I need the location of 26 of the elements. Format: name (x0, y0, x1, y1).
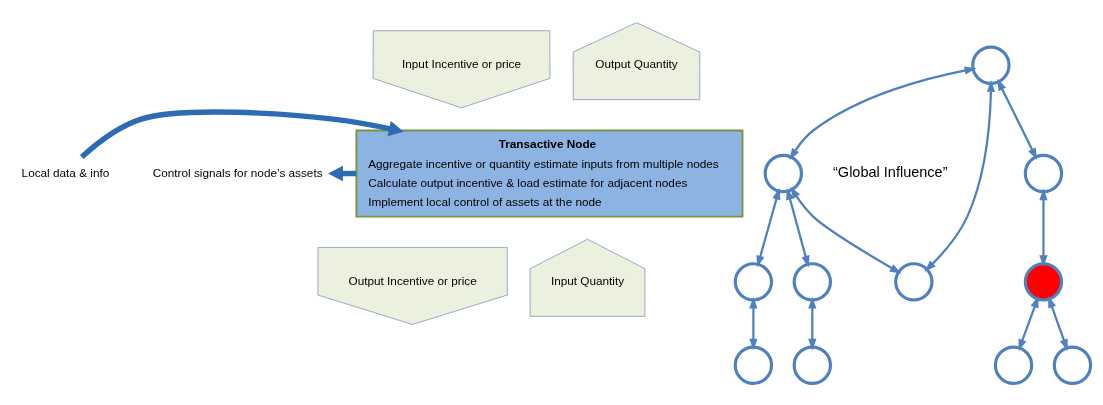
node-text: Local data & info (21, 165, 110, 179)
node-text: Control signals for node’s assets (152, 165, 323, 179)
node-circle (1023, 261, 1064, 302)
label: “Global Influence” (833, 163, 948, 180)
arrow (924, 79, 996, 272)
node-circle (1052, 345, 1093, 385)
node-circle (733, 345, 774, 385)
arrow (1048, 295, 1068, 351)
arrow (786, 187, 810, 267)
arrow (790, 186, 902, 274)
arrow (749, 296, 758, 350)
node-circle (1023, 153, 1064, 193)
node-box: Transactive Node Aggregate incentive or quantity estimate inputs from multiple nodes Calculate output incentive & load estimate for adjacent nodes Implement local control of assets at the node (355, 129, 744, 217)
node-circle (971, 45, 1011, 85)
node-circle (993, 345, 1034, 385)
node-circle (792, 261, 833, 302)
arrow (997, 78, 1038, 160)
arrow (1039, 187, 1048, 267)
arrow (1018, 295, 1039, 351)
node-circle (763, 153, 804, 193)
node-circle (792, 345, 833, 385)
arrow (808, 296, 817, 350)
arrow (756, 187, 781, 267)
arrow (79, 108, 404, 159)
node-circle (733, 261, 774, 302)
arrow (789, 65, 977, 160)
